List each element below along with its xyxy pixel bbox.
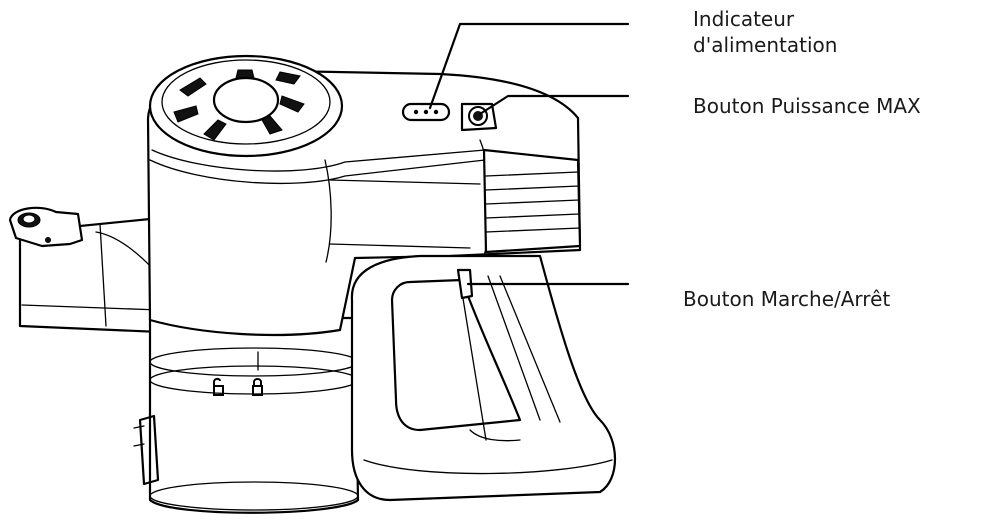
power-indicator-light xyxy=(401,102,451,122)
leader-power-indicator xyxy=(428,22,630,110)
power-indicator-label: Indicateur d'alimentation xyxy=(693,6,837,58)
top-cap xyxy=(148,54,344,158)
leader-max-button xyxy=(478,94,630,116)
power-indicator-label-line1: Indicateur xyxy=(693,7,795,31)
power-indicator-label-line2: d'alimentation xyxy=(693,33,838,57)
onoff-button-label: Bouton Marche/Arrêt xyxy=(683,287,891,311)
dust-bin xyxy=(133,316,360,514)
handle xyxy=(350,254,617,502)
unlock-icon xyxy=(213,377,224,396)
release-latch xyxy=(8,206,84,248)
lock-icon xyxy=(252,378,263,396)
leader-lines xyxy=(428,22,630,286)
onoff-trigger[interactable] xyxy=(456,268,474,300)
fan-grille xyxy=(173,69,305,141)
max-power-button-label: Bouton Puissance MAX xyxy=(693,94,921,118)
rear-vents xyxy=(482,148,582,254)
